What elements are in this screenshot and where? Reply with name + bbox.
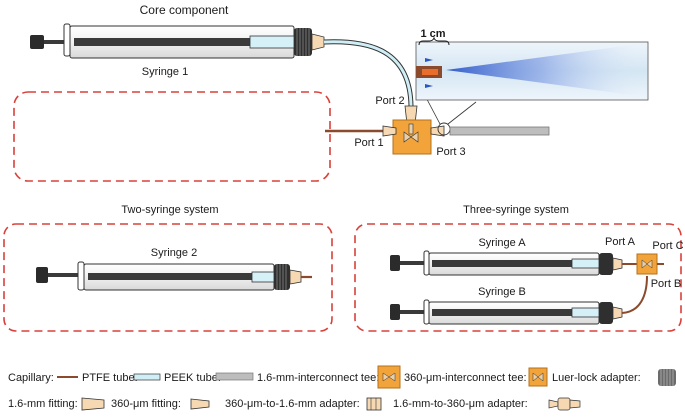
peek-tube-core <box>449 126 550 136</box>
syringe-1 <box>30 23 325 59</box>
legend-luer-label: Luer-lock adapter: <box>552 372 641 384</box>
legend-ptfe-swatch <box>133 373 161 381</box>
syringe-a-label: Syringe A <box>478 237 526 249</box>
legend-peek-swatch <box>215 372 254 381</box>
legend-fitting360-label: 360-μm fitting: <box>111 398 181 410</box>
legend-tee16-label: 1.6-mm-interconnect tee: <box>257 372 379 384</box>
syringe-2-label: Syringe 2 <box>151 247 197 259</box>
port-a-label: Port A <box>605 236 636 248</box>
legend-tee360-label: 360-μm-interconnect tee: <box>404 372 527 384</box>
scale-brace <box>418 36 450 46</box>
syringe-2 <box>36 261 312 291</box>
legend-adapter16-360-swatch <box>548 397 581 411</box>
legend-fitting360-swatch <box>190 398 210 410</box>
legend-adapter360-16-swatch <box>366 397 382 411</box>
syringe-a <box>390 250 637 276</box>
port-3-fitting <box>430 125 445 137</box>
section-title-core: Core component <box>140 3 229 17</box>
three-syringe-box <box>354 223 682 332</box>
section-title-two-syringe: Two-syringe system <box>121 204 218 216</box>
legend-peek-label: PEEK tube: <box>164 372 221 384</box>
scale-label: 1 cm <box>420 28 445 40</box>
legend-ptfe-label: PTFE tube: <box>82 372 138 384</box>
section-title-three-syringe: Three-syringe system <box>463 204 569 216</box>
legend-adapter360-16-label: 360-μm-to-1.6-mm adapter: <box>225 398 360 410</box>
port-1-label: Port 1 <box>354 137 383 149</box>
capillary-port-b <box>621 275 648 314</box>
port-1-fitting <box>382 125 397 137</box>
port-c-label: Port C <box>652 240 683 252</box>
syringe-1-label: Syringe 1 <box>142 66 188 78</box>
port-3-label: Port 3 <box>436 146 465 158</box>
legend-fitting16-swatch <box>81 397 105 411</box>
legend-adapter16-360-label: 1.6-mm-to-360-μm adapter: <box>393 398 528 410</box>
legend-fitting16-label: 1.6-mm fitting: <box>8 398 78 410</box>
port-b-label: Port B <box>651 278 682 290</box>
port-2-label: Port 2 <box>375 95 404 107</box>
legend-capillary-label: Capillary: <box>8 372 54 384</box>
placeholder-dashed-box <box>13 91 331 182</box>
syringe-b <box>390 299 623 325</box>
legend: Capillary: PTFE tube: PEEK tube: 1.6-mm-… <box>8 365 676 411</box>
two-syringe-box <box>3 223 333 332</box>
syringe-b-label: Syringe B <box>478 286 526 298</box>
zoom-inset <box>415 41 649 101</box>
